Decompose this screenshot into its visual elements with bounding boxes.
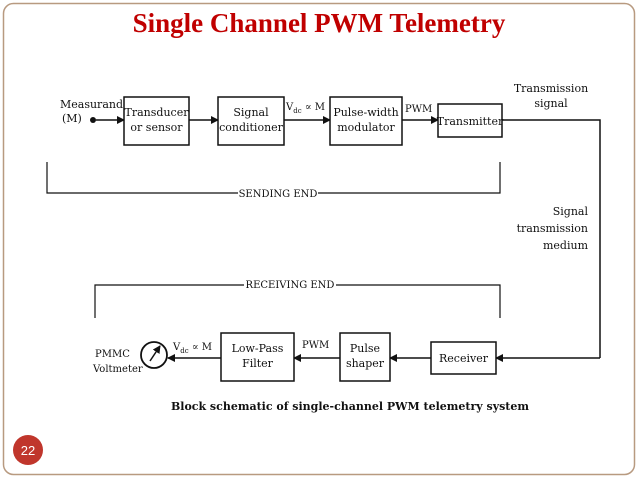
transmitter-block: Transmitter (437, 103, 504, 138)
receiver-block: Receiver (430, 341, 497, 375)
low-pass-filter-block: Low-Pass Filter (220, 332, 295, 382)
pwm-label-sending: PWM (405, 104, 432, 115)
medium-label-1: Signal (553, 205, 589, 218)
filter-line2: Filter (242, 357, 274, 370)
receiving-end-label: RECEIVING END (246, 280, 335, 291)
transducer-block: Transducer or sensor (123, 96, 190, 146)
transducer-line1: Transducer (125, 106, 190, 119)
medium-label-3: medium (543, 239, 589, 252)
pulse-width-modulator-block: Pulse-width modulator (329, 96, 403, 146)
modulator-line1: Pulse-width (333, 106, 398, 119)
sending-end-label-bg (238, 186, 318, 200)
vdc-proportional-label-sending: Vdc ∝ M (285, 102, 325, 115)
measurand-label: Measurand (60, 98, 123, 111)
signal-conditioner-block: Signal conditioner (217, 96, 285, 146)
diagram-caption: Block schematic of single-channel PWM te… (171, 400, 529, 413)
transducer-line2: or sensor (130, 121, 183, 134)
pmmc-label: PMMC (95, 349, 130, 360)
input-node (90, 117, 96, 123)
medium-label-2: transmission (517, 222, 588, 235)
filter-line1: Low-Pass (232, 342, 284, 355)
pulse-shaper-block: Pulse shaper (339, 332, 391, 382)
pwm-label-receiving: PWM (302, 340, 329, 351)
transmission-line (502, 119, 601, 358)
page-number-badge: 22 (13, 435, 43, 465)
transmission-signal-label-2: signal (534, 97, 568, 110)
meter-needle (149, 345, 161, 362)
shaper-line2: shaper (346, 357, 385, 370)
receiving-end-label-bg (244, 277, 336, 291)
transmitter-line1: Transmitter (437, 115, 504, 128)
modulator-line2: modulator (337, 121, 395, 134)
conditioner-line2: conditioner (219, 121, 284, 134)
receiver-line1: Receiver (439, 352, 489, 365)
conditioner-line1: Signal (233, 106, 269, 119)
slide-title: Single Channel PWM Telemetry (132, 8, 506, 38)
pmmc-voltmeter-symbol (140, 341, 168, 369)
sending-end-label: SENDING END (239, 189, 318, 200)
shaper-line1: Pulse (350, 342, 380, 355)
measurand-symbol: (M) (62, 112, 82, 125)
vdc-proportional-label-receiving: Vdc ∝ M (172, 342, 212, 355)
voltmeter-label: Voltmeter (92, 364, 143, 375)
transmission-signal-label-1: Transmission (514, 82, 588, 95)
